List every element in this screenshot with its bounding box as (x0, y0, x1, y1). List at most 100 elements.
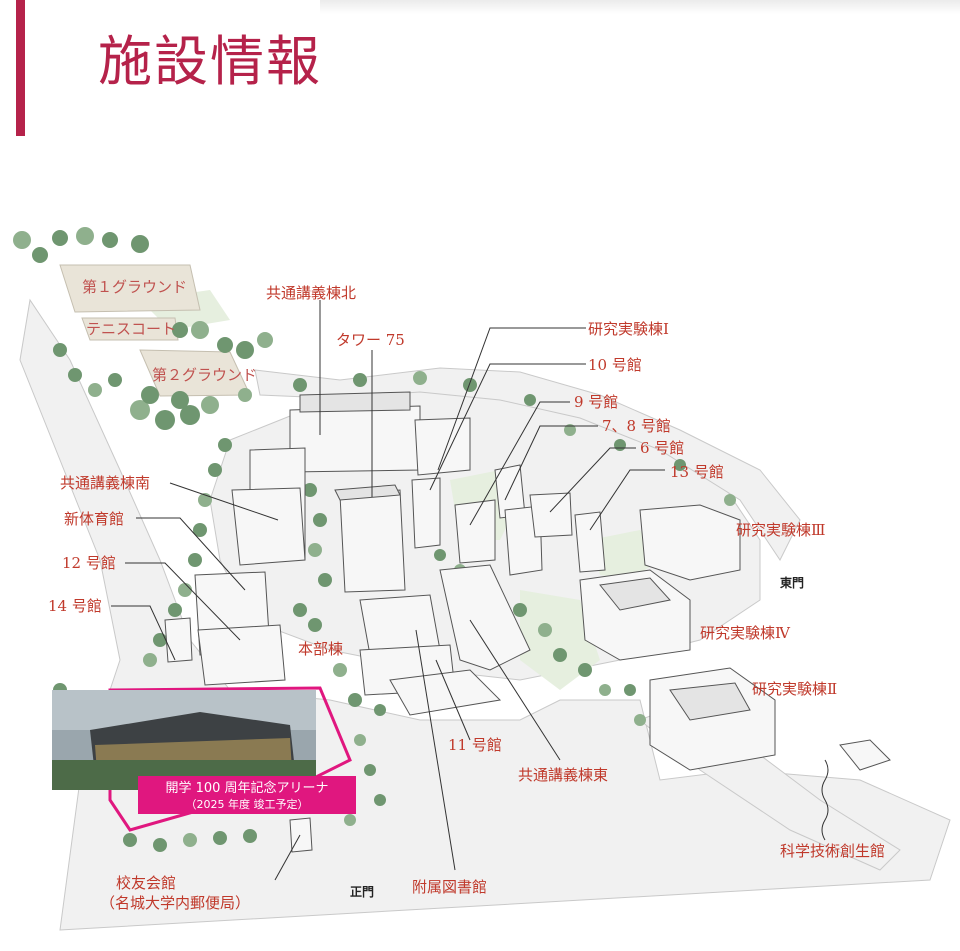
tree (180, 405, 200, 425)
tree (538, 623, 552, 637)
tree (614, 439, 626, 451)
tree (513, 603, 527, 617)
tree (178, 583, 192, 597)
tree (348, 693, 362, 707)
tree (524, 394, 536, 406)
tree (193, 523, 207, 537)
tree (413, 371, 427, 385)
tree (76, 227, 94, 245)
label-lab3: 研究実験棟Ⅲ (736, 521, 825, 539)
tree (374, 794, 386, 806)
tree (52, 230, 68, 246)
tree (123, 833, 137, 847)
arena-caption-box (138, 776, 356, 814)
label-main-bldg: 本部棟 (298, 640, 343, 658)
label-bldg13: 13 号館 (670, 463, 724, 481)
label-lab2: 研究実験棟Ⅱ (752, 680, 837, 698)
tree (32, 247, 48, 263)
tree (238, 388, 252, 402)
label-science-center: 科学技術創生館 (780, 842, 885, 860)
tree (434, 549, 446, 561)
label-main-gate: 正門 (350, 885, 374, 899)
label-lab4: 研究実験棟Ⅳ (700, 624, 791, 642)
tree (153, 633, 167, 647)
tree (318, 573, 332, 587)
tree (13, 231, 31, 249)
label-bldg6: 6 号館 (640, 439, 684, 457)
arena-subtitle: （2025 年度 竣工予定） (186, 797, 309, 811)
tree (303, 483, 317, 497)
tree (141, 386, 159, 404)
label-gym: 新体育館 (64, 510, 124, 528)
map-labels: 第１グラウンド テニスコート 第２グラウンド 共通講義棟北 タワー 75 研究実… (48, 278, 885, 912)
tree (374, 704, 386, 716)
leader-lines (111, 300, 829, 881)
tree (308, 543, 322, 557)
tree (171, 391, 189, 409)
tree (108, 373, 122, 387)
label-lab1: 研究実験棟Ⅰ (588, 320, 669, 338)
label-ground2: 第２グラウンド (152, 366, 257, 384)
tree (313, 513, 327, 527)
tree (130, 400, 150, 420)
tree (88, 383, 102, 397)
tree (153, 838, 167, 852)
label-east-gate: 東門 (780, 575, 804, 590)
sports-grounds (59, 264, 251, 397)
label-alumni-hall-sub: （名城大学内郵便局） (100, 894, 250, 912)
tree (353, 373, 367, 387)
tree (364, 764, 376, 776)
label-lecture-south: 共通講義棟南 (60, 474, 150, 492)
tree (243, 829, 257, 843)
tree (53, 343, 67, 357)
tree (599, 684, 611, 696)
label-tennis-court: テニスコート (86, 320, 176, 338)
tree (257, 332, 273, 348)
tree (188, 553, 202, 567)
label-bldg14: 14 号館 (48, 597, 102, 615)
tree (131, 235, 149, 253)
tree (191, 321, 209, 339)
title-accent-bar (16, 0, 25, 136)
tree (218, 438, 232, 452)
tree (68, 368, 82, 382)
label-ground1: 第１グラウンド (82, 278, 187, 296)
tree (724, 494, 736, 506)
label-bldg12: 12 号館 (62, 554, 116, 572)
label-bldg9: 9 号館 (574, 393, 618, 411)
tree (344, 814, 356, 826)
tree (354, 734, 366, 746)
label-alumni-hall: 校友会館 (116, 874, 176, 892)
tree (172, 322, 188, 338)
arena-inset: 開学 100 周年記念アリーナ （2025 年度 竣工予定） (52, 686, 356, 832)
page-title: 施設情報 (98, 30, 322, 93)
tree (217, 337, 233, 353)
label-bldg11: 11 号館 (448, 736, 502, 754)
tree (624, 684, 636, 696)
tree (293, 378, 307, 392)
tree (674, 459, 686, 471)
tree (578, 663, 592, 677)
tree (308, 618, 322, 632)
tree (333, 663, 347, 677)
label-bldg78: 7、8 号館 (602, 417, 671, 435)
tree (102, 232, 118, 248)
arena-title: 開学 100 周年記念アリーナ (165, 780, 328, 796)
label-bldg10: 10 号館 (588, 356, 642, 374)
label-library: 附属図書館 (412, 878, 487, 896)
tree (463, 378, 477, 392)
tree (168, 603, 182, 617)
tree (201, 396, 219, 414)
tree (564, 424, 576, 436)
tree (634, 714, 646, 726)
label-lecture-east: 共通講義棟東 (518, 766, 608, 784)
tree (208, 463, 222, 477)
tree (293, 603, 307, 617)
tree (236, 341, 254, 359)
tree (143, 653, 157, 667)
label-tower75: タワー 75 (336, 331, 405, 349)
tree (213, 831, 227, 845)
tree (155, 410, 175, 430)
tree (553, 648, 567, 662)
